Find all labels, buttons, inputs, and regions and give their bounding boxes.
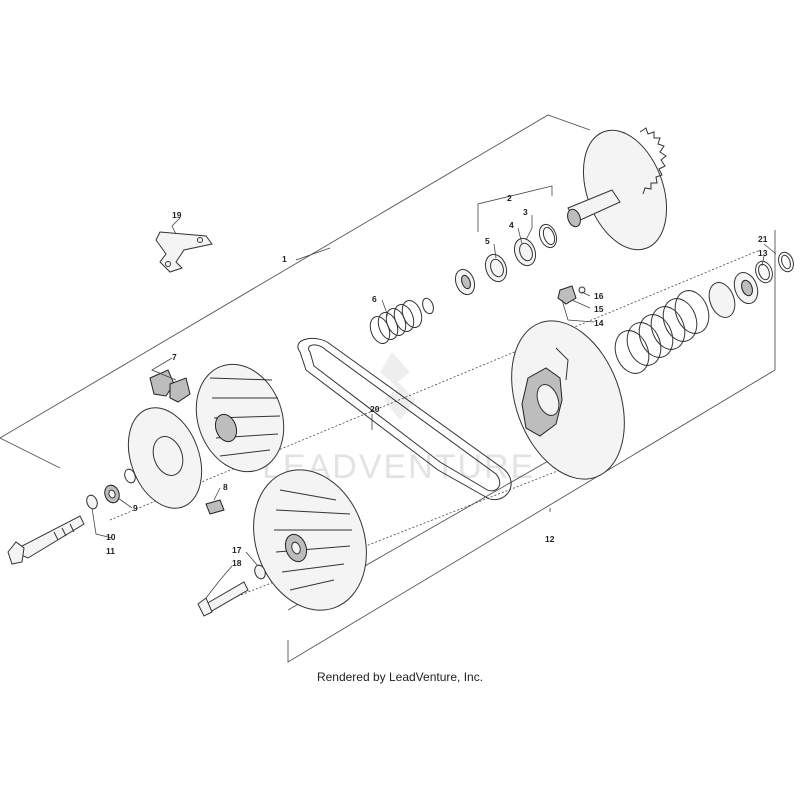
callout-2: 2 — [507, 193, 512, 203]
callout-13: 13 — [758, 248, 768, 258]
callout-19: 19 — [172, 210, 182, 220]
drive-belt — [297, 337, 512, 501]
callout-6: 6 — [372, 294, 377, 304]
callout-17: 17 — [232, 545, 242, 555]
driven-fixed-sheave — [253, 469, 367, 611]
callout-7: 7 — [172, 352, 177, 362]
clutch-button — [205, 499, 225, 515]
callout-14: 14 — [594, 318, 604, 328]
bearing-group — [454, 185, 558, 296]
drive-bolt-hardware — [7, 484, 120, 565]
callout-21: 21 — [758, 234, 768, 244]
callout-5: 5 — [485, 236, 490, 246]
callout-9: 9 — [133, 503, 138, 513]
small-spring — [369, 297, 434, 345]
large-spring — [614, 272, 759, 374]
callout-11: 11 — [106, 546, 115, 556]
callout-15: 15 — [594, 304, 604, 314]
leader-lines — [91, 215, 777, 599]
callout-18: 18 — [232, 558, 242, 568]
bracket-part — [155, 231, 213, 273]
callout-4: 4 — [509, 220, 514, 230]
callout-8: 8 — [223, 482, 228, 492]
callout-16: 16 — [594, 291, 604, 301]
watermark-logo — [380, 352, 416, 420]
driven-clutch-assembly — [511, 285, 625, 480]
callout-3: 3 — [523, 207, 528, 217]
callout-labels: 1 2 3 4 5 6 7 8 9 10 11 12 13 14 15 16 1… — [106, 193, 768, 568]
drive-clutch — [124, 363, 285, 509]
footer-credit: Rendered by LeadVenture, Inc. — [316, 670, 484, 684]
callout-1: 1 — [282, 254, 287, 264]
driven-sheave — [567, 127, 668, 251]
snap-rings — [755, 251, 794, 284]
callout-12: 12 — [545, 534, 555, 544]
callout-10: 10 — [106, 532, 116, 542]
driven-bolt-hardware — [197, 564, 266, 617]
callout-20: 20 — [370, 404, 380, 414]
